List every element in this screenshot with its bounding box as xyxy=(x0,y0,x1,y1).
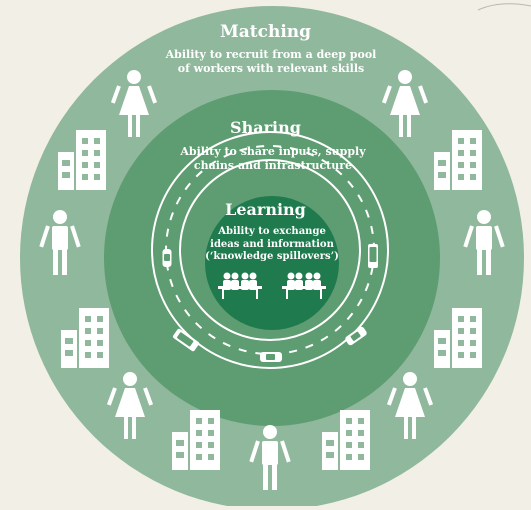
matching-subtitle-line2: of workers with relevant skills xyxy=(177,61,365,75)
sharing-subtitle: Ability to share inputs, supply chains a… xyxy=(150,145,396,173)
man-icon xyxy=(39,210,81,275)
meeting-table-icon xyxy=(218,272,262,299)
building-icon xyxy=(434,308,482,368)
man-icon xyxy=(249,425,291,490)
car-icon xyxy=(172,328,200,352)
car-icon xyxy=(162,249,172,267)
learning-subtitle-line3: (‘knowledge spillovers’) xyxy=(205,251,339,262)
man-icon xyxy=(463,210,505,275)
building-icon xyxy=(434,130,482,190)
woman-icon xyxy=(386,372,434,439)
woman-icon xyxy=(110,70,158,137)
woman-icon xyxy=(106,372,154,439)
car-icon xyxy=(368,244,378,268)
matching-subtitle-line1: Ability to recruit from a deep pool xyxy=(165,48,377,61)
sharing-title: Sharing xyxy=(230,118,301,137)
learning-subtitle-line1: Ability to exchange xyxy=(218,226,326,237)
matching-subtitle: Ability to recruit from a deep pool of w… xyxy=(140,48,402,76)
learning-title: Learning xyxy=(225,200,306,219)
building-icon xyxy=(61,308,109,368)
building-icon xyxy=(58,130,106,190)
car-icon xyxy=(260,352,282,362)
road-inner-edge xyxy=(179,159,361,341)
sharing-subtitle-line2: chains and infrastructure xyxy=(193,158,353,172)
road-outer-edge xyxy=(151,131,389,369)
learning-subtitle-line2: ideas and information xyxy=(210,238,334,250)
building-icon xyxy=(172,410,220,470)
building-icon xyxy=(322,410,370,470)
meeting-table-icon xyxy=(282,272,326,299)
sharing-subtitle-line1: Ability to share inputs, supply xyxy=(180,145,366,158)
matching-title: Matching xyxy=(219,22,312,42)
corner-curve xyxy=(477,3,531,11)
learning-subtitle: Ability to exchange ideas and informatio… xyxy=(196,226,348,264)
inner-circle-learning xyxy=(205,196,339,330)
car-icon xyxy=(345,326,367,346)
woman-icon xyxy=(381,70,429,137)
